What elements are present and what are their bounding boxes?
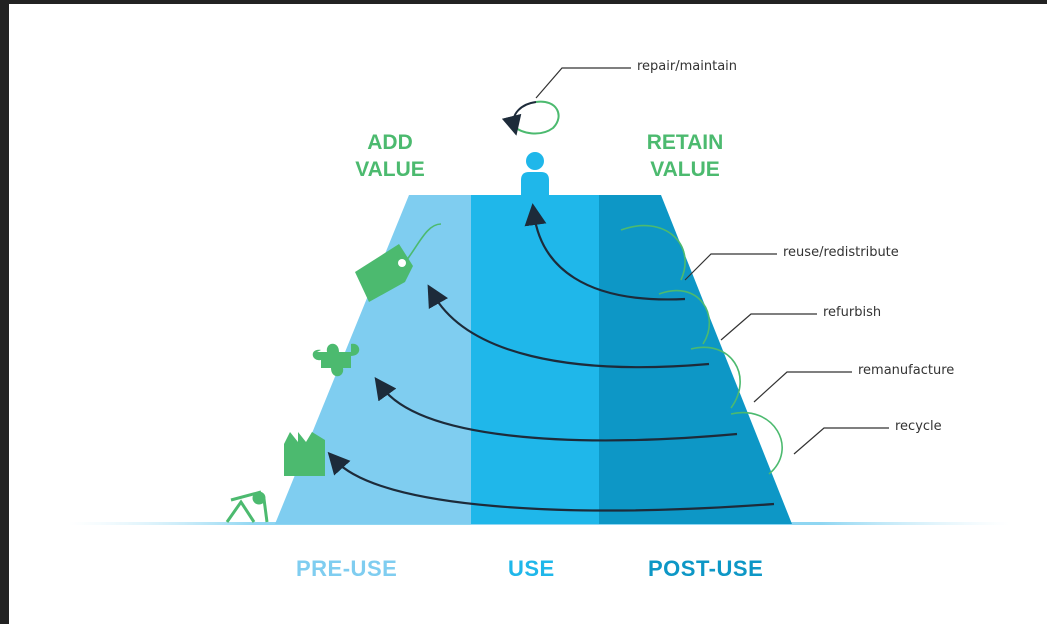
oil-pump-icon	[225, 490, 269, 523]
diagram-canvas: ADD VALUE RETAIN VALUE repair/maintain r…	[9, 4, 1047, 624]
callout-lines	[535, 67, 889, 455]
puzzle-piece-icon	[312, 343, 360, 377]
use-label: USE	[508, 556, 555, 581]
add-value-line2: VALUE	[355, 158, 425, 181]
repair-label: repair/maintain	[637, 59, 738, 74]
price-tag-icon	[355, 223, 442, 302]
refurbish-label: refurbish	[823, 305, 882, 320]
retain-value-line1: RETAIN	[646, 131, 724, 154]
add-value-line1: ADD	[367, 131, 413, 154]
use-section	[471, 195, 599, 524]
post-use-section	[599, 195, 792, 524]
post-use-label: POST-USE	[648, 556, 764, 581]
refurbish-arrow	[427, 284, 710, 369]
circular-economy-pyramid	[69, 67, 1009, 525]
retain-loops	[620, 224, 783, 475]
return-arrows	[327, 203, 775, 512]
retain-value-heading: RETAIN VALUE	[630, 129, 740, 183]
reuse-arrow	[524, 203, 686, 301]
factory-icon	[284, 432, 325, 476]
remanufacture-arrow	[374, 377, 738, 442]
add-value-heading: ADD VALUE	[335, 129, 445, 183]
reuse-label: reuse/redistribute	[783, 245, 899, 260]
pre-use-label: PRE-USE	[296, 556, 398, 581]
repair-loop-icon	[501, 100, 560, 136]
retain-value-line2: VALUE	[650, 158, 720, 181]
recycle-label: recycle	[895, 419, 942, 434]
person-icon	[521, 152, 549, 195]
recycle-arrow	[327, 451, 775, 512]
remanufacture-label: remanufacture	[858, 363, 955, 378]
